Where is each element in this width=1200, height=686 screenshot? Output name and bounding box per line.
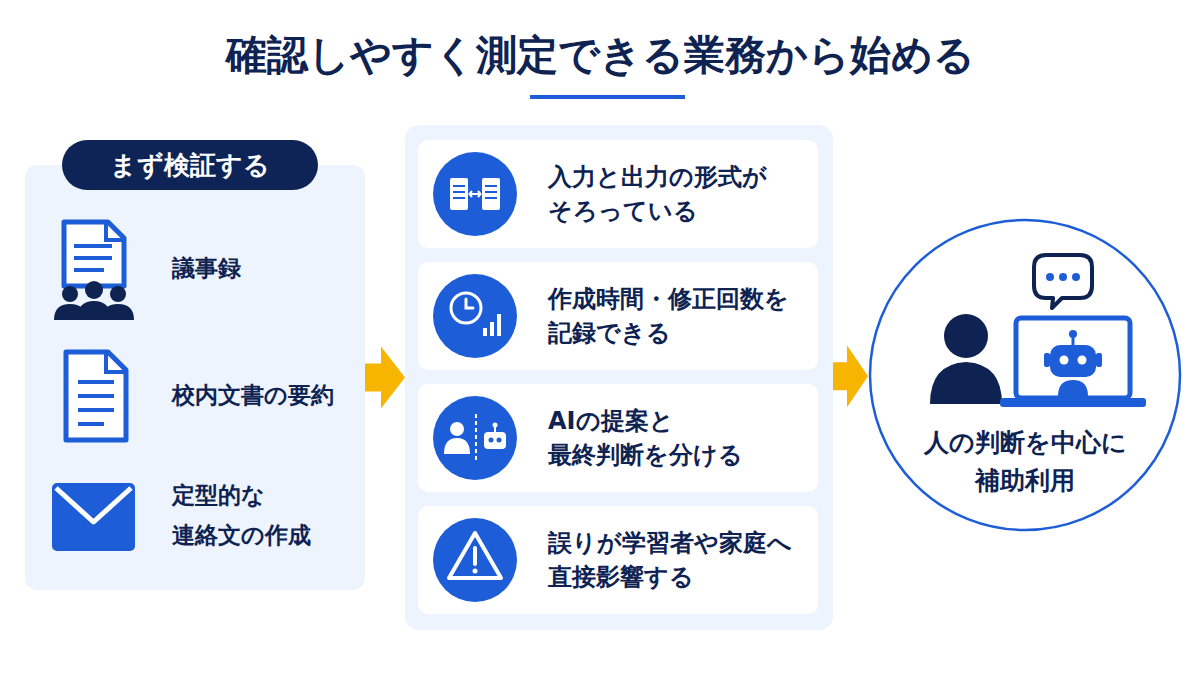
task-label: 定型的な 連絡文の作成: [172, 475, 322, 555]
measure-icon: [433, 274, 517, 358]
person-head: [450, 422, 464, 436]
person-head: [110, 286, 126, 302]
icon-circle: [433, 518, 517, 602]
warning-icon: [433, 518, 517, 602]
laptop-base: [1000, 398, 1146, 407]
clock-hands: [466, 299, 473, 308]
document-lines: [78, 382, 114, 424]
robot-ear: [1096, 353, 1102, 367]
diagram-title: 確認しやすく測定できる業務から始める: [0, 30, 1200, 80]
robot-head: [1050, 345, 1096, 377]
assist-illustration: [930, 255, 1146, 407]
exchange-arrow: [470, 191, 481, 197]
clock-face: [451, 293, 481, 323]
criteria-panel: 入力と出力の形式が そろっている作成時間・修正回数を 記録できる AIの提案と 最…: [405, 125, 833, 630]
criteria-card: 入力と出力の形式が そろっている: [418, 140, 818, 248]
arrow-shape: [833, 345, 868, 407]
robot-ear: [1044, 353, 1050, 367]
person-body: [930, 362, 1002, 404]
criteria-card: 誤りが学習者や家庭へ 直接影響する: [418, 506, 818, 614]
minutes-icon: [54, 222, 134, 320]
criteria-card: AIの提案と 最終判断を分ける: [418, 384, 818, 492]
document-fold: [106, 352, 126, 372]
robot-head: [484, 432, 506, 449]
circle-shape: [870, 220, 1180, 530]
bubble-dot: [1072, 273, 1080, 281]
bar: [497, 314, 501, 336]
person-head: [944, 314, 988, 358]
criteria-card: 作成時間・修正回数を 記録できる: [418, 262, 818, 370]
split-icon: [433, 396, 517, 480]
task-panel: まず検証する議事録校内文書の要約定型的な 連絡文の作成: [25, 165, 365, 590]
speech-bubble: [1034, 255, 1092, 308]
document-lines: [74, 246, 112, 270]
person-body: [77, 301, 111, 320]
format-icon: [433, 152, 517, 236]
bar: [490, 322, 494, 336]
result-text: 人の判断を中心に 補助利用: [910, 424, 1140, 500]
envelope-body: [52, 483, 135, 551]
section-heading: まず検証する: [62, 140, 318, 190]
title-underline: [530, 95, 685, 99]
robot-body: [1058, 380, 1088, 396]
doc-shape: [450, 178, 468, 210]
document-icon: [66, 352, 126, 440]
warning-triangle: [449, 533, 501, 578]
bubble-dot: [1046, 273, 1054, 281]
document-outline: [64, 222, 124, 286]
bubble-dot: [1059, 273, 1067, 281]
robot-antenna-tip: [1069, 330, 1077, 338]
document-outline: [66, 352, 126, 440]
doc-shape: [482, 178, 500, 210]
doc-lines: [453, 186, 497, 198]
robot-eye: [497, 438, 502, 443]
robot-eye: [1060, 356, 1069, 365]
envelope-flap: [56, 488, 131, 522]
task-label: 校内文書の要約: [172, 380, 362, 410]
robot-antenna-tip: [493, 423, 498, 428]
person-head: [62, 286, 78, 302]
envelope-icon: [52, 483, 135, 551]
bar: [483, 328, 487, 336]
warning-mark: [473, 548, 477, 564]
robot-antenna: [1072, 336, 1075, 345]
warning-dot: [473, 569, 478, 574]
task-label: 議事録: [172, 253, 342, 283]
criteria-text: 入力と出力の形式が そろっている: [548, 160, 810, 228]
robot-antenna: [494, 426, 496, 432]
icon-circle: [433, 152, 517, 236]
icon-circle: [433, 274, 517, 358]
flow-arrow: [833, 345, 868, 407]
flow-arrow: [365, 347, 405, 409]
criteria-text: 誤りが学習者や家庭へ 直接影響する: [548, 526, 810, 594]
laptop-screen: [1016, 318, 1130, 398]
criteria-text: AIの提案と 最終判断を分ける: [548, 404, 810, 472]
person-head: [85, 281, 103, 299]
person-body: [102, 304, 134, 320]
person-body: [54, 304, 86, 320]
result-circle: 人の判断を中心に 補助利用: [868, 218, 1182, 532]
divider-line: [475, 414, 477, 462]
criteria-text: 作成時間・修正回数を 記録できる: [548, 282, 810, 350]
arrow-shape: [365, 347, 405, 409]
robot-eye: [489, 438, 494, 443]
person-body: [444, 438, 470, 454]
robot-eye: [1078, 356, 1087, 365]
icon-circle: [433, 396, 517, 480]
document-fold: [106, 222, 124, 240]
